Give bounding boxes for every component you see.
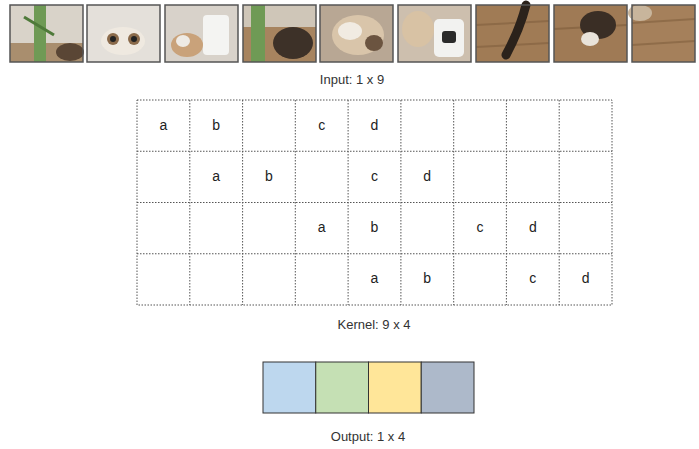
output-cell <box>369 362 422 413</box>
cat-body <box>332 15 384 55</box>
tile-frame <box>632 5 695 62</box>
kernel-weight: a <box>212 169 220 184</box>
cat-tree-pole <box>251 5 265 62</box>
output-cell <box>316 362 369 413</box>
tile-floor <box>243 5 316 62</box>
tile-frame <box>243 5 316 62</box>
cat-tree-fibre <box>24 17 54 35</box>
cat-body <box>171 33 203 57</box>
kernel-weight: b <box>371 220 379 235</box>
kernel-grid <box>137 100 612 305</box>
grid-line <box>242 100 243 305</box>
tile-floor <box>10 43 83 62</box>
tile-ground <box>320 5 393 62</box>
feeder-device <box>434 19 464 57</box>
grid-line <box>137 253 612 254</box>
grid-line <box>400 100 401 305</box>
kernel-weight: b <box>423 272 431 287</box>
kernel-weight: c <box>318 118 325 133</box>
grid-line <box>137 151 612 152</box>
photo-tile <box>87 5 160 62</box>
tile-ground <box>398 5 471 62</box>
cat-eye <box>131 36 137 42</box>
tile-frame <box>398 5 471 62</box>
grid-line <box>559 100 560 305</box>
grid-line <box>506 100 507 305</box>
tile-frame <box>476 5 549 62</box>
kernel-weight: d <box>582 272 590 287</box>
kernel-weight: b <box>212 118 220 133</box>
floor-grain <box>632 41 695 45</box>
photo-tile <box>628 5 695 62</box>
cat-patch <box>107 33 119 45</box>
cat-paw <box>581 32 599 46</box>
cat-body <box>273 27 313 59</box>
tile-ground <box>87 5 160 62</box>
output-caption: Output: 1 x 4 <box>331 430 405 444</box>
output-cell <box>421 362 474 413</box>
kernel-weight: a <box>159 118 167 133</box>
cat-tree-pole <box>34 5 46 62</box>
tile-frame <box>10 5 83 62</box>
grid-line <box>453 100 454 305</box>
kernel-weight: a <box>318 220 326 235</box>
feeder-bowl <box>442 31 456 43</box>
photo-tile <box>320 5 393 62</box>
cat-eye <box>110 36 116 42</box>
photo-tile <box>476 5 549 62</box>
cat-patch <box>338 22 362 40</box>
photo-tile <box>398 5 471 62</box>
cat-patch <box>128 33 140 45</box>
cat-patch <box>365 35 383 51</box>
tile-floor <box>476 5 549 62</box>
cat-body <box>56 43 84 61</box>
input-caption: Input: 1 x 9 <box>320 73 384 87</box>
tile-frame <box>165 5 238 62</box>
grid-line <box>137 202 612 203</box>
kernel-weight: a <box>371 272 379 287</box>
output-cell <box>263 362 316 413</box>
kernel-weight: d <box>423 169 431 184</box>
cat-body <box>402 11 434 47</box>
kernel-weight: c <box>371 169 378 184</box>
cat-patch <box>176 35 190 47</box>
tile-frame <box>320 5 393 62</box>
tile-frame <box>554 5 627 62</box>
kernel-weight: d <box>371 118 379 133</box>
tile-floor <box>554 5 627 62</box>
grid-border <box>137 100 612 305</box>
grid-line <box>348 100 349 305</box>
kernel-weight: b <box>265 169 273 184</box>
grid-line <box>189 100 190 305</box>
cat-head <box>101 27 145 55</box>
kernel-caption: Kernel: 9 x 4 <box>338 318 411 332</box>
kernel-weight: c <box>529 272 536 287</box>
tile-frame <box>87 5 160 62</box>
cat-tail <box>506 5 526 55</box>
photo-tile <box>165 5 238 62</box>
grid-line <box>295 100 296 305</box>
kernel-weight: c <box>477 220 484 235</box>
output-vector <box>263 362 474 413</box>
kernel-weight: d <box>529 220 537 235</box>
photo-tile <box>243 5 316 62</box>
feeder-device <box>203 15 229 55</box>
tile-ground <box>165 5 238 62</box>
tile-ground <box>10 5 83 62</box>
floor-grain <box>476 21 549 25</box>
photo-tile <box>10 5 84 62</box>
photo-tile <box>554 5 627 62</box>
